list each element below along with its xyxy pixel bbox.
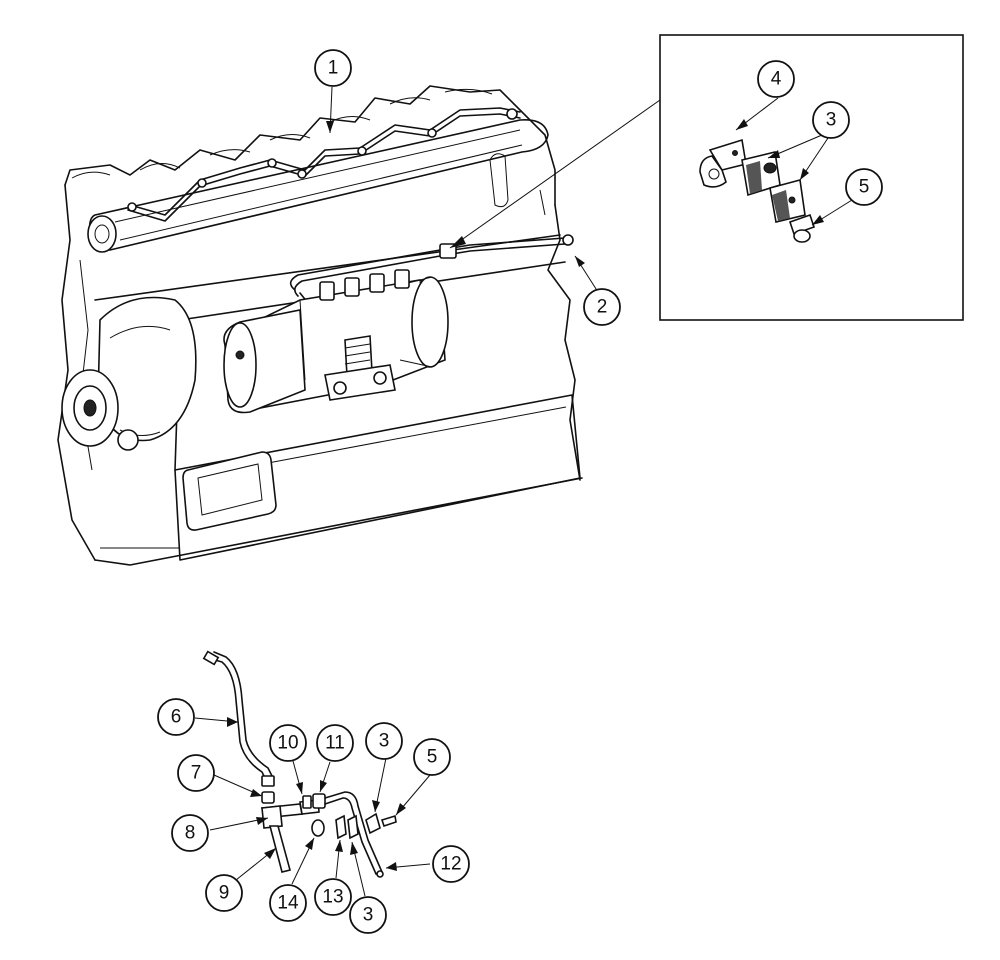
callout-4: 4 (757, 60, 795, 98)
callout-3-lower-a: 3 (365, 722, 403, 760)
callout-3-lower-b: 3 (349, 896, 387, 934)
callout-2: 2 (583, 288, 621, 326)
svg-text:4: 4 (771, 69, 782, 90)
callout-5-detail: 5 (845, 168, 883, 206)
svg-text:7: 7 (191, 763, 202, 784)
lower-leaders (194, 717, 431, 897)
exploded-fuel-line-assembly (202, 650, 397, 878)
svg-text:2: 2 (597, 297, 608, 318)
svg-text:12: 12 (440, 854, 461, 875)
svg-text:5: 5 (859, 177, 870, 198)
front-pulley (61, 296, 197, 451)
callout-6: 6 (157, 698, 195, 736)
callout-10: 10 (269, 724, 307, 762)
callout-3-detail: 3 (812, 101, 850, 139)
callout-14: 14 (269, 884, 307, 922)
svg-text:10: 10 (277, 733, 298, 754)
svg-text:13: 13 (322, 887, 343, 908)
svg-text:11: 11 (325, 733, 345, 754)
callout-9: 9 (205, 874, 243, 912)
svg-text:3: 3 (363, 905, 374, 926)
svg-text:3: 3 (826, 110, 837, 131)
callout-5-lower: 5 (413, 738, 451, 776)
callout-13: 13 (314, 878, 352, 916)
svg-text:3: 3 (379, 731, 390, 752)
injector-lines (127, 107, 521, 222)
svg-text:6: 6 (171, 707, 182, 728)
callout-7: 7 (177, 754, 215, 792)
detail-inset (449, 34, 964, 321)
callout-11: 11 (316, 724, 354, 762)
callouts: 1 2 3 4 5 6 7 8 9 10 11 3 5 12 13 14 3 (157, 49, 883, 934)
injection-pump (223, 269, 449, 414)
callout-8: 8 (171, 814, 209, 852)
svg-text:1: 1 (328, 58, 339, 79)
svg-text:8: 8 (185, 823, 196, 844)
svg-text:5: 5 (427, 747, 438, 768)
svg-text:9: 9 (219, 883, 230, 904)
callout-1: 1 (314, 49, 352, 87)
callout-12: 12 (432, 845, 470, 883)
svg-text:14: 14 (277, 893, 299, 914)
